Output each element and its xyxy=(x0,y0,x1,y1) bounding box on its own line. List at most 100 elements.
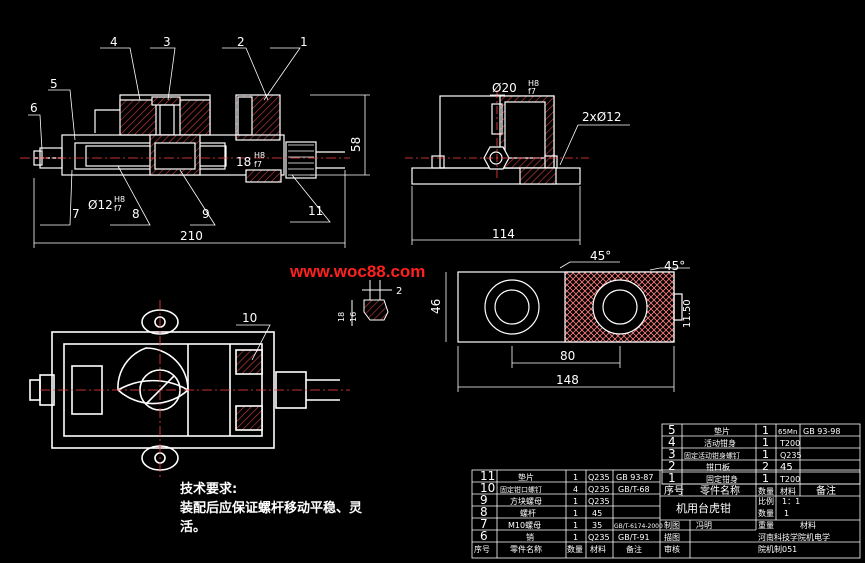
bom-cell: 3 xyxy=(668,447,676,461)
balloon-5: 5 xyxy=(50,77,58,91)
bom-cell: 垫片 xyxy=(714,426,730,436)
dim-148: 148 xyxy=(556,373,579,387)
bom-cell: Q235 xyxy=(588,485,610,494)
bom-cell: 5 xyxy=(668,423,676,437)
technical-notes: 技术要求: 装配后应保证螺杆移动平稳、灵 活。 xyxy=(180,480,362,537)
notes-heading: 技术要求: xyxy=(180,482,238,497)
balloon-3: 3 xyxy=(163,35,171,49)
bom-cell: 销 xyxy=(526,532,534,542)
balloon-2: 2 xyxy=(237,35,245,49)
bom-header: 备注 xyxy=(626,544,642,554)
dim-80: 80 xyxy=(560,349,575,363)
bom-cell: 固定钳口螺钉 xyxy=(500,485,542,494)
qty-value: 1 xyxy=(784,509,789,518)
dim-chamfer-2: 45° xyxy=(664,259,685,273)
bom-cell: 45 xyxy=(592,509,602,518)
bom-cell: 4 xyxy=(668,435,676,449)
bom-cell: 1 xyxy=(573,533,578,542)
bom-cell: 垫片 xyxy=(518,472,534,482)
bom-header: 零件名称 xyxy=(700,484,740,497)
bom-header: 备注 xyxy=(816,484,836,497)
bom-cell: GB/T-68 xyxy=(618,485,650,494)
side-dimensions xyxy=(411,94,630,245)
drawing-title: 机用台虎钳 xyxy=(676,501,731,515)
detail-dim-18: 18 xyxy=(337,312,346,322)
bom-cell: 1 xyxy=(573,509,578,518)
scale-label: 比例 xyxy=(758,496,774,506)
bom-cell: 1 xyxy=(573,473,578,482)
check-label: 审核 xyxy=(664,544,680,554)
bom-cell: 1 xyxy=(668,471,676,485)
qty-label: 数量 xyxy=(758,508,774,518)
dim-11-50: 11.50 xyxy=(682,299,693,328)
titleblock-text: 机用台虎钳 比例 1：1 数量 1 重量 材料 制图 冯明 描图 审核 河南科技… xyxy=(664,496,830,554)
bom-cell: T200 xyxy=(779,439,800,448)
bom-cell: 1 xyxy=(573,497,578,506)
dim-114: 114 xyxy=(492,227,515,241)
bom-cell: 7 xyxy=(480,517,488,531)
bom-cell: M10螺母 xyxy=(508,520,541,530)
watermark: www.woc88.com xyxy=(290,262,426,281)
bom-cell: 1 xyxy=(762,436,769,449)
bom-header: 材料 xyxy=(780,486,796,496)
top-view xyxy=(457,271,683,343)
bom-cell: 1 xyxy=(573,521,578,530)
bom-cell: GB/T-91 xyxy=(618,533,650,542)
dim-side-bore-fit2: f7 xyxy=(528,87,536,96)
top-dim-text: 148 80 46 11.50 45° 45° xyxy=(429,249,693,387)
bom-cell: 钳口板 xyxy=(706,462,730,472)
bom-header: 序号 xyxy=(664,484,684,497)
dim-bore-fit: H8 xyxy=(114,195,125,204)
balloon-1: 1 xyxy=(300,35,308,49)
bom-header: 材料 xyxy=(590,544,606,554)
scale-value: 1：1 xyxy=(782,497,800,506)
balloon-6: 6 xyxy=(30,101,38,115)
bom-cell: 2 xyxy=(668,459,676,473)
bom-cell: 10 xyxy=(480,481,495,495)
dim-screw-fit: 18 xyxy=(236,155,251,169)
drawer-name: 冯明 xyxy=(696,521,712,530)
org-line-2: 院机制051 xyxy=(758,544,797,554)
balloon-9: 9 xyxy=(202,207,210,221)
dim-chamfer-1: 45° xyxy=(590,249,611,263)
balloon-11: 11 xyxy=(308,204,323,218)
front-dim-text: 4 3 2 1 5 6 7 8 9 11 210 58 Ø12 H8 f7 18… xyxy=(30,35,363,243)
front-dimensions xyxy=(28,47,370,248)
weight-label: 重量 xyxy=(758,520,774,530)
bom-cell: Q235 xyxy=(588,473,610,482)
bom-cell: 1 xyxy=(762,448,769,461)
org-line-1: 河南科技学院机电学 xyxy=(758,532,830,542)
bom-cell: 固定活动钳身螺钉 xyxy=(684,451,740,460)
bom-cell: 2 xyxy=(762,460,769,473)
dim-side-holes: 2xØ12 xyxy=(582,110,621,124)
bom-cell: 11 xyxy=(480,469,495,483)
plan-balloon: 10 xyxy=(236,311,271,361)
bom-left-text: 11 垫片 1 Q235 GB 93-87 10 固定钳口螺钉 4 Q235 G… xyxy=(474,469,663,554)
bom-cell: 固定钳身 xyxy=(706,474,738,484)
dim-screw-fit-h: H8 xyxy=(254,151,265,160)
detail-dim-16: 16 xyxy=(349,312,358,322)
bom-cell: Q235 xyxy=(780,451,802,460)
bom-cell: 9 xyxy=(480,493,488,507)
bom-header: 序号 xyxy=(474,544,490,554)
balloon-4: 4 xyxy=(110,35,118,49)
top-dimensions xyxy=(445,261,690,392)
balloon-7: 7 xyxy=(72,207,80,221)
bom-cell: 螺杆 xyxy=(520,508,536,518)
side-view xyxy=(405,90,590,185)
bom-cell: 45 xyxy=(780,462,793,473)
bom-cell: T200 xyxy=(779,475,800,484)
bom-cell: 8 xyxy=(480,505,488,519)
bom-cell: 35 xyxy=(592,521,602,530)
bom-right-text: 5 垫片 1 65Mn GB 93-98 4 活动钳身 1 T200 3 固定活… xyxy=(664,423,840,497)
bom-header: 数量 xyxy=(567,544,583,554)
dim-side-bore: Ø20 xyxy=(492,81,517,95)
bom-cell: Q235 xyxy=(588,533,610,542)
dim-bore-main: Ø12 xyxy=(88,198,113,212)
notes-line-1: 装配后应保证螺杆移动平稳、灵 xyxy=(180,501,363,516)
bom-header: 数量 xyxy=(758,486,774,496)
bom-cell: 6 xyxy=(480,529,488,543)
trace-label: 描图 xyxy=(664,532,680,542)
bom-cell: 活动钳身 xyxy=(704,438,736,448)
